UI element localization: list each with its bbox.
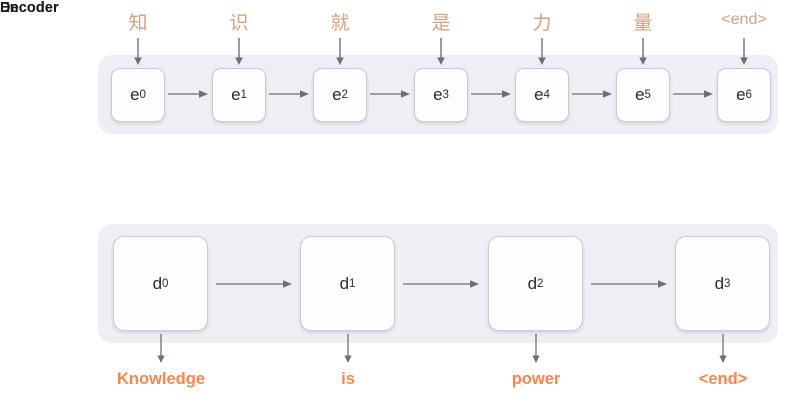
decoder-output-arrow-0	[155, 334, 167, 364]
encoder-cell-2-subscript: 2	[341, 89, 348, 101]
encoder-input-arrow-2	[334, 38, 346, 66]
encoder-cell-1-subscript: 1	[240, 89, 247, 101]
encoder-cell-4-base: e	[534, 85, 544, 104]
decoder-output-token-0: Knowledge	[116, 370, 206, 388]
decoder-output-arrow-2	[530, 334, 542, 364]
decoder-output-arrow-3	[717, 334, 729, 364]
decoder-cell-2-base: d	[527, 273, 538, 293]
encoder-cell-2-base: e	[332, 85, 342, 104]
decoder-output-token-3: <end>	[698, 370, 748, 388]
encoder-input-token-5: 量	[633, 13, 653, 34]
decoder-flow-arrow-0	[216, 278, 293, 290]
decoder-cell-3-base: d	[714, 273, 725, 293]
encoder-input-token-4: 力	[532, 13, 552, 34]
encoder-flow-arrow-5	[673, 88, 714, 100]
decoder-row-label: Decoder	[0, 0, 59, 16]
decoder-output-token-1: is	[341, 370, 355, 388]
encoder-cell-4-subscript: 4	[543, 89, 550, 101]
encoder-flow-arrow-3	[471, 88, 512, 100]
encoder-input-arrow-3	[435, 38, 447, 66]
encoder-cell-3-base: e	[433, 85, 443, 104]
encoder-flow-arrow-4	[572, 88, 613, 100]
decoder-output-token-2: power	[511, 370, 561, 388]
encoder-cell-6-subscript: 6	[745, 89, 752, 101]
decoder-cell-3-subscript: 3	[724, 277, 731, 290]
encoder-input-arrow-0	[132, 38, 144, 66]
encoder-flow-arrow-2	[370, 88, 411, 100]
decoder-cell-0-base: d	[152, 273, 163, 293]
encoder-flow-arrow-1	[269, 88, 310, 100]
encoder-input-token-6: <end>	[721, 11, 767, 28]
decoder-cell-1-base: d	[339, 273, 350, 293]
encoder-cell-6-base: e	[736, 85, 746, 104]
encoder-input-token-0: 知	[128, 13, 148, 34]
encoder-input-arrow-5	[637, 38, 649, 66]
encoder-row-label: Encoder	[0, 0, 59, 16]
encoder-cell-3-subscript: 3	[442, 89, 449, 101]
encoder-cell-1-base: e	[231, 85, 241, 104]
encoder-input-token-2: 就	[330, 13, 350, 34]
decoder-flow-arrow-2	[591, 278, 668, 290]
encoder-input-token-1: 识	[229, 13, 249, 34]
encoder-cell-5-base: e	[635, 85, 645, 104]
encoder-input-arrow-4	[536, 38, 548, 66]
encoder-cell-0-base: e	[130, 85, 140, 104]
encoder-cell-0-subscript: 0	[139, 89, 146, 101]
decoder-cell-1-subscript: 1	[349, 277, 356, 290]
encoder-flow-arrow-0	[168, 88, 209, 100]
encoder-cell-5-subscript: 5	[644, 89, 651, 101]
decoder-output-arrow-1	[342, 334, 354, 364]
decoder-flow-arrow-1	[403, 278, 480, 290]
encoder-input-arrow-1	[233, 38, 245, 66]
decoder-cell-0-subscript: 0	[162, 277, 169, 290]
decoder-cell-2-subscript: 2	[537, 277, 544, 290]
encoder-input-arrow-6	[738, 38, 750, 66]
encoder-input-token-3: 是	[431, 13, 451, 34]
